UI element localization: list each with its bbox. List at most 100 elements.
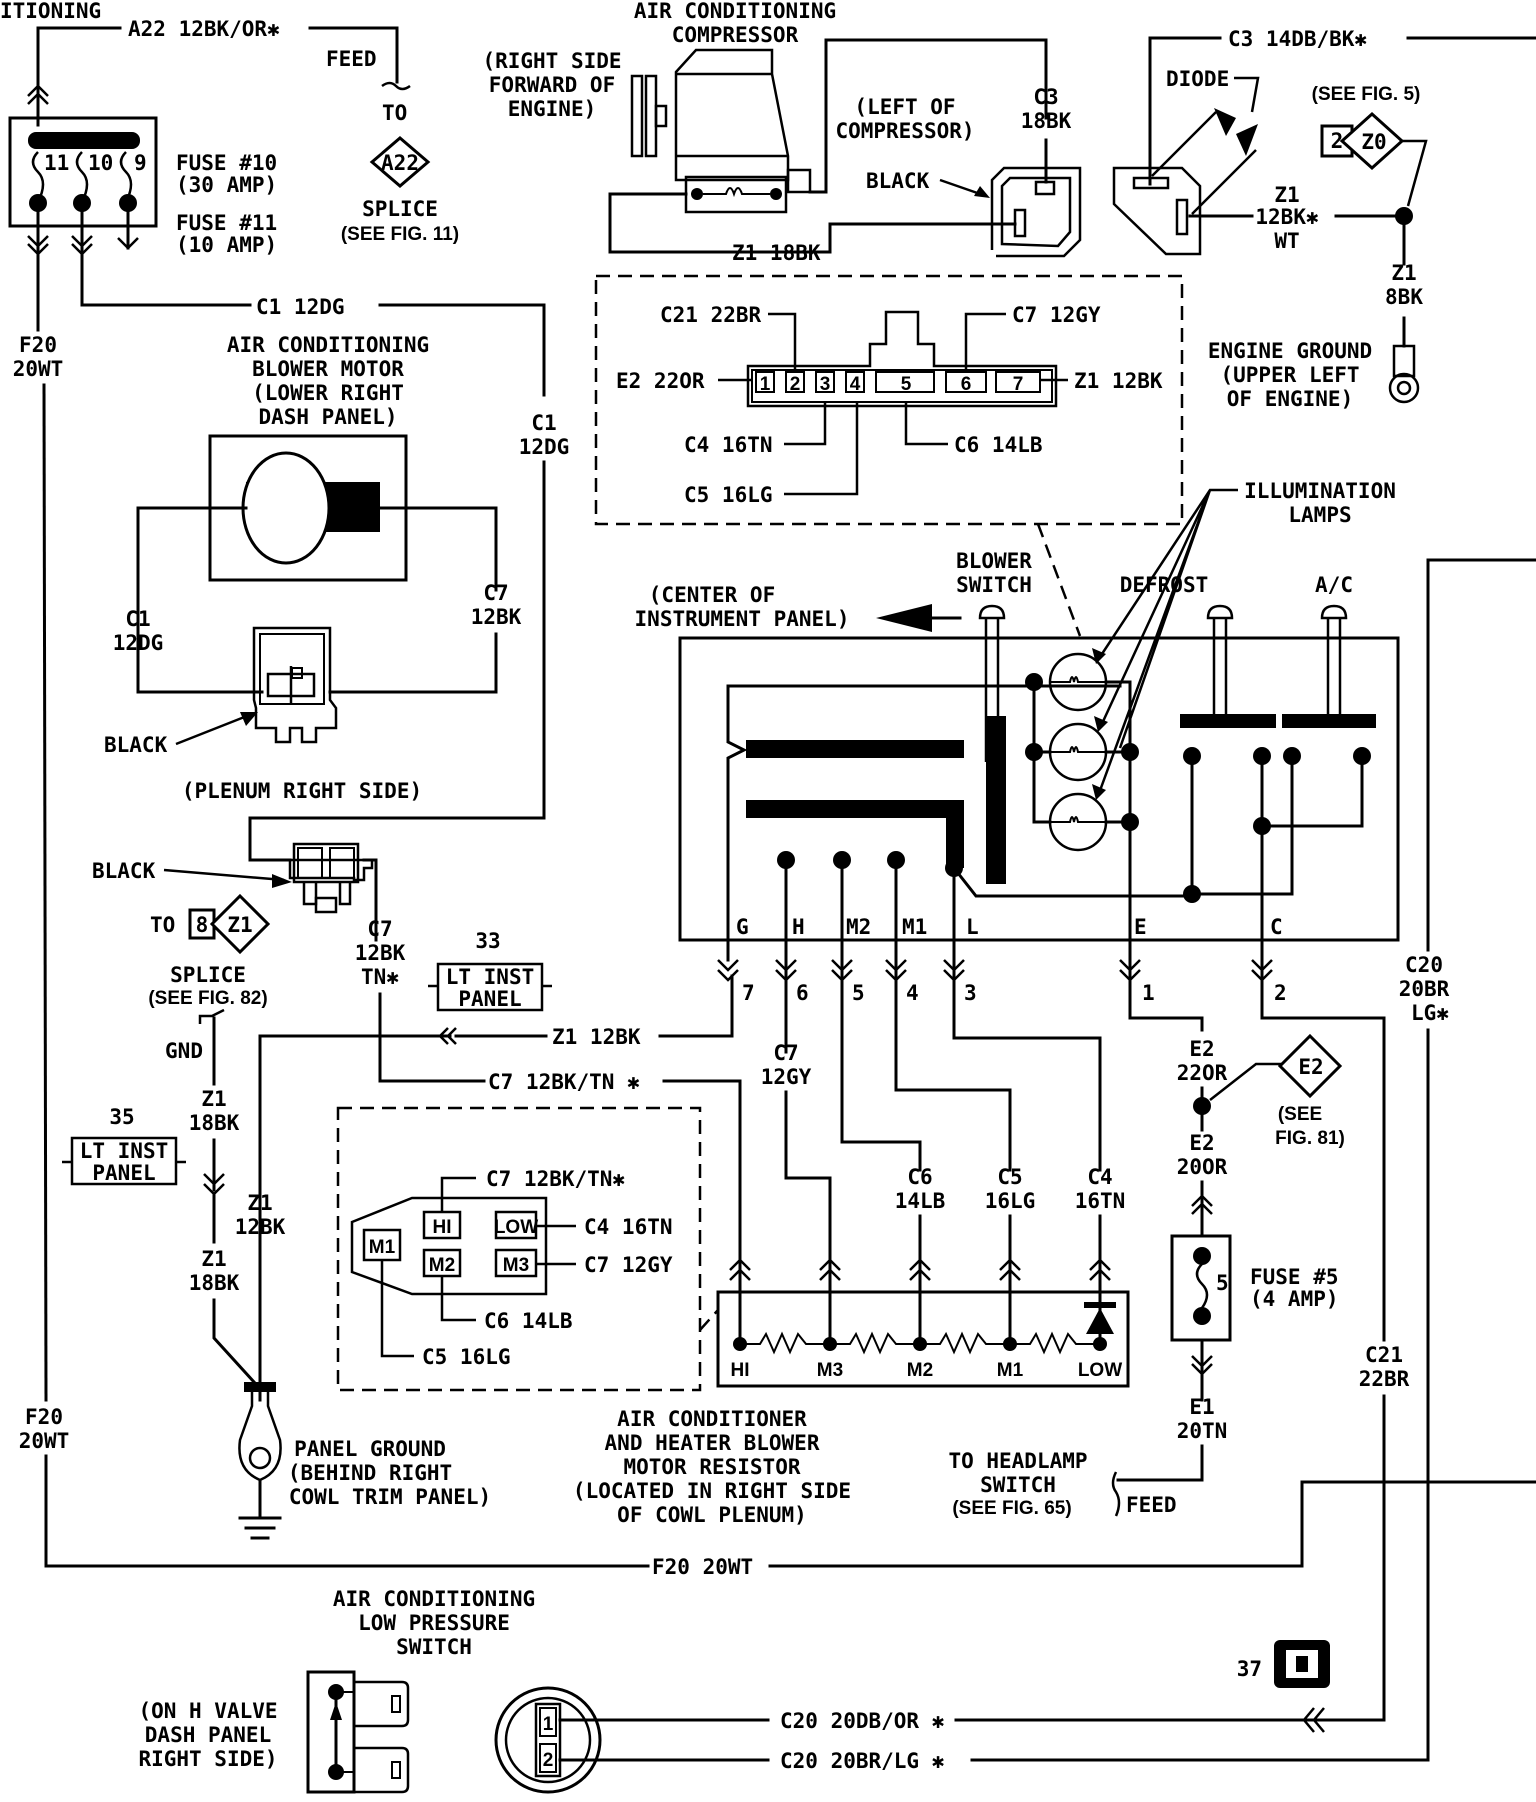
feed-label: FEED bbox=[326, 47, 377, 71]
wire-label-c3-gauge: 18BK bbox=[1021, 109, 1072, 133]
fuse5-rating: (4 AMP) bbox=[1250, 1287, 1339, 1311]
blower-connector-black-label: BLACK bbox=[104, 733, 168, 757]
tap-low: LOW bbox=[1078, 1360, 1122, 1381]
diode-label: DIODE bbox=[1166, 67, 1229, 91]
blower-switch-line1: BLOWER bbox=[956, 549, 1032, 573]
pin-6: 6 bbox=[961, 374, 972, 395]
see-fig-82: (SEE FIG. 82) bbox=[148, 988, 267, 1009]
blower-motor: C1 12DG C1 12DG AIR CONDITIONING BLOWER … bbox=[80, 295, 570, 862]
terminal-c: C bbox=[1270, 915, 1283, 939]
cavity-hi: HI bbox=[433, 1217, 452, 1238]
wire-c7-mid: C7 bbox=[367, 917, 392, 941]
blower-title-line3: (LOWER RIGHT bbox=[252, 381, 404, 405]
wire-c20: C20 bbox=[1405, 953, 1443, 977]
fuse5-number: 5 bbox=[1216, 1271, 1229, 1295]
wire-z1-12bk-vert: Z1 bbox=[247, 1191, 272, 1215]
wire-e2-22or: E2 22OR bbox=[616, 369, 705, 393]
terminal-e: E bbox=[1134, 915, 1147, 939]
wire-f20-gauge: 20WT bbox=[13, 357, 64, 381]
wire-c1-right-gauge: 12DG bbox=[519, 435, 570, 459]
mid-left-section: BLACK TO 8 Z1 SPLICE (SEE FIG. 82) C7 12… bbox=[62, 842, 742, 1540]
low-pressure-loc-line2: DASH PANEL bbox=[145, 1723, 271, 1747]
wire-c21: C21 bbox=[1365, 1343, 1403, 1367]
low-pressure-switch: AIR CONDITIONING LOW PRESSURE SWITCH (ON… bbox=[138, 1587, 1330, 1794]
see-fig-65: (SEE FIG. 65) bbox=[952, 1498, 1071, 1519]
pin-5: 5 bbox=[901, 374, 912, 395]
compressor-location-line2: FORWARD OF bbox=[489, 73, 615, 97]
wire-c5-16lg: C5 16LG bbox=[684, 483, 773, 507]
res-wire-c7-gy: C7 12GY bbox=[584, 1253, 673, 1277]
wire-z1-label: Z1 bbox=[1274, 183, 1299, 207]
res-c4-gauge: 16TN bbox=[1075, 1189, 1126, 1213]
connector-pins: 1 2 3 4 5 6 7 bbox=[755, 371, 1041, 395]
cavity-m2: M2 bbox=[429, 1255, 455, 1276]
lt-inst-35-line2: PANEL bbox=[92, 1161, 155, 1185]
res-c5-gauge: 16LG bbox=[985, 1189, 1036, 1213]
res-c7-label: C7 bbox=[773, 1041, 798, 1065]
wire-c7-12bk-tn: C7 12BK/TN ✱ bbox=[488, 1070, 640, 1094]
fuse11-rating: (10 AMP) bbox=[176, 233, 277, 257]
wire-z1-18bk: Z1 bbox=[201, 1087, 226, 1111]
cavity-3: 3 bbox=[964, 981, 977, 1005]
cavity-5: 5 bbox=[852, 981, 865, 1005]
wire-z1-18bk-gauge: 18BK bbox=[189, 1111, 240, 1135]
see-fig-5: (SEE FIG. 5) bbox=[1312, 84, 1421, 105]
wire-z1-8bk-gauge: 8BK bbox=[1385, 285, 1423, 309]
wire-c20-tracer: LG✱ bbox=[1411, 1001, 1449, 1025]
see-fig-11: (SEE FIG. 11) bbox=[341, 224, 459, 245]
wire-z1-12bk: Z1 12BK bbox=[1074, 369, 1163, 393]
center-panel-line2: INSTRUMENT PANEL) bbox=[635, 607, 850, 631]
low-pressure-title-line2: LOW PRESSURE bbox=[358, 1611, 510, 1635]
to-splice-label: TO bbox=[150, 913, 175, 937]
wire-label-c3-14db: C3 14DB/BK✱ bbox=[1228, 27, 1367, 51]
terminal-m2: M2 bbox=[846, 915, 871, 939]
wire-c7-12gy: C7 12GY bbox=[1012, 303, 1101, 327]
low-pressure-loc-line1: (ON H VALVE bbox=[138, 1699, 277, 1723]
a22-feed: A22 12BK/OR✱ FEED TO A22 SPLICE (SEE FIG… bbox=[36, 17, 459, 245]
panel-ground-line3: COWL TRIM PANEL) bbox=[289, 1485, 491, 1509]
fuse11-label: FUSE #11 bbox=[176, 211, 277, 235]
headlamp-line1: TO HEADLAMP bbox=[948, 1449, 1087, 1473]
resistor-title-line2: AND HEATER BLOWER bbox=[605, 1431, 820, 1455]
wire-c21-gauge: 22BR bbox=[1359, 1367, 1410, 1391]
wire-label-z1-18bk: Z1 18BK bbox=[732, 241, 821, 265]
resistor-title-line1: AIR CONDITIONER bbox=[617, 1407, 807, 1431]
illumination-line2: LAMPS bbox=[1288, 503, 1351, 527]
cavity-2: 2 bbox=[1274, 981, 1287, 1005]
tap-m3: M3 bbox=[817, 1360, 843, 1381]
wire-e2-20or-gauge: 20OR bbox=[1177, 1155, 1228, 1179]
headlamp-feed: FEED bbox=[1126, 1493, 1177, 1517]
wire-f20: F20 bbox=[19, 333, 57, 357]
low-pressure-loc-line3: RIGHT SIDE) bbox=[138, 1747, 277, 1771]
lt-inst-33-line1: LT INST bbox=[446, 965, 535, 989]
wire-c20-br-lg: C20 20BR/LG ✱ bbox=[780, 1749, 945, 1773]
compressor-title: AIR CONDITIONING bbox=[0, 0, 101, 23]
cavity-4: 4 bbox=[906, 981, 919, 1005]
panel-ground-line2: (BEHIND RIGHT bbox=[288, 1461, 452, 1485]
compressor-location-line3: ENGINE) bbox=[508, 97, 597, 121]
blower-title-line4: DASH PANEL) bbox=[258, 405, 397, 429]
wire-e2-22or-lower: E2 bbox=[1189, 1037, 1214, 1061]
tap-hi: HI bbox=[731, 1360, 750, 1381]
wire-c4-16tn: C4 16TN bbox=[684, 433, 773, 457]
fuse-number: 10 bbox=[88, 151, 113, 175]
center-panel-line1: (CENTER OF bbox=[649, 583, 775, 607]
resistor-connector-view: M1 HI LOW M2 M3 C7 12BK/TN✱ C4 16TN C7 1… bbox=[336, 1106, 719, 1392]
pin-2: 2 bbox=[790, 374, 801, 395]
splice-z0-number: 2 bbox=[1331, 129, 1344, 153]
wire-z1-tracer: WT bbox=[1274, 229, 1299, 253]
wire-c20-db-or: C20 20DB/OR ✱ bbox=[780, 1709, 945, 1733]
terminal-m1: M1 bbox=[902, 915, 927, 939]
right-side-wires: C21 22BR C20 20BR LG✱ bbox=[970, 558, 1536, 1762]
wire-label-a22: A22 12BK/OR✱ bbox=[128, 17, 280, 41]
lt-inst-33-line2: PANEL bbox=[458, 987, 521, 1011]
splice-e2-id: E2 bbox=[1298, 1055, 1323, 1079]
resistor-title-line3: MOTOR RESISTOR bbox=[623, 1455, 800, 1479]
res-c4-label: C4 bbox=[1087, 1165, 1112, 1189]
compressor-title-line2: COMPRESSOR bbox=[672, 23, 799, 47]
wire-z1-12bk-vert-gauge: 12BK bbox=[235, 1215, 286, 1239]
res-c7-gauge: 12GY bbox=[761, 1065, 812, 1089]
fuse10-rating: (30 AMP) bbox=[176, 173, 277, 197]
res-wire-c7-bk-tn: C7 12BK/TN✱ bbox=[486, 1167, 625, 1191]
cavity-1: 1 bbox=[1142, 981, 1155, 1005]
